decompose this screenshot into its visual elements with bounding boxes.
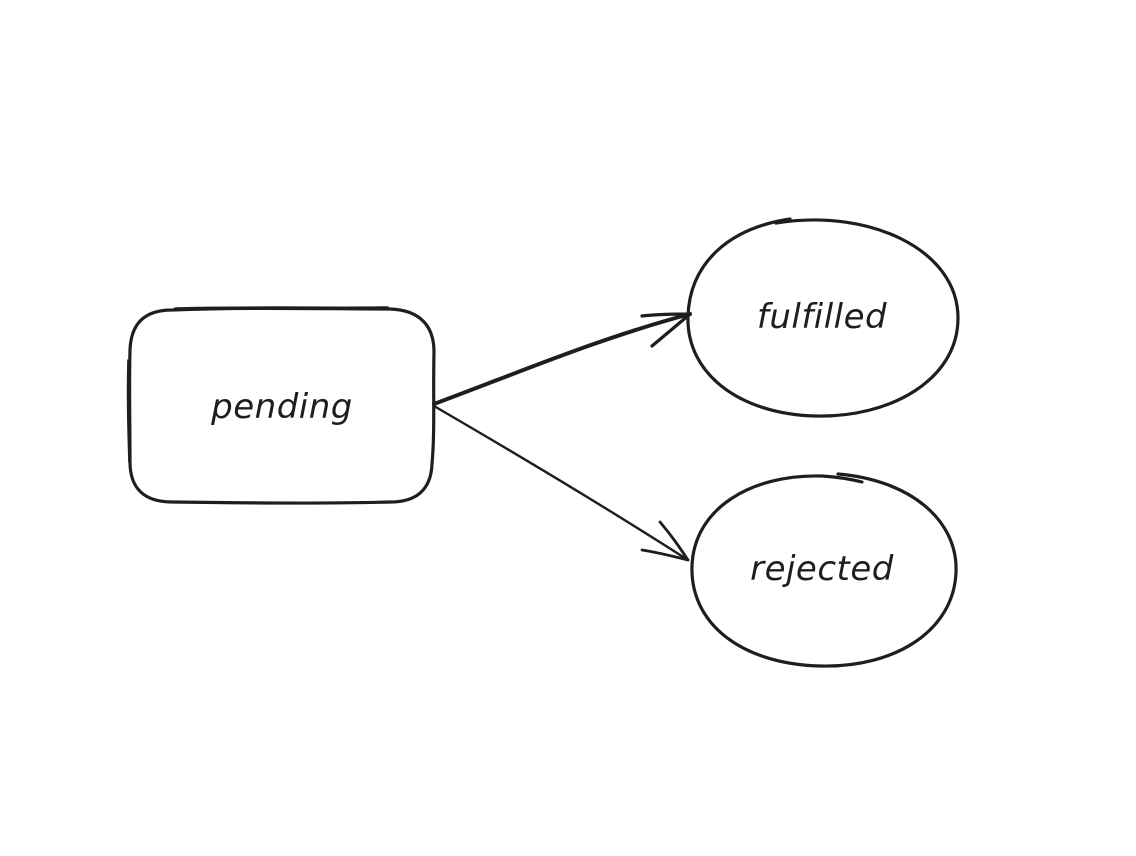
edge-pending-to-rejected[interactable]	[432, 404, 690, 562]
node-rejected-shape	[690, 472, 958, 668]
node-fulfilled-shape	[686, 217, 960, 418]
node-fulfilled[interactable]: fulfilled	[686, 217, 960, 418]
node-rejected[interactable]: rejected	[690, 472, 958, 668]
node-rejected-label: rejected	[750, 549, 894, 589]
edge-pending-to-rejected-line	[432, 404, 690, 562]
edge-pending-to-fulfilled-arrowhead	[640, 312, 692, 348]
edge-pending-to-rejected-arrowhead	[640, 520, 690, 562]
node-fulfilled-label: fulfilled	[757, 297, 887, 337]
node-pending-shape	[127, 306, 436, 505]
edge-pending-to-fulfilled[interactable]	[432, 312, 692, 406]
node-pending-shape-overstroke	[126, 306, 389, 463]
node-pending[interactable]: pending	[126, 306, 436, 505]
node-pending-label: pending	[210, 387, 353, 427]
edge-pending-to-fulfilled-line	[432, 312, 692, 406]
